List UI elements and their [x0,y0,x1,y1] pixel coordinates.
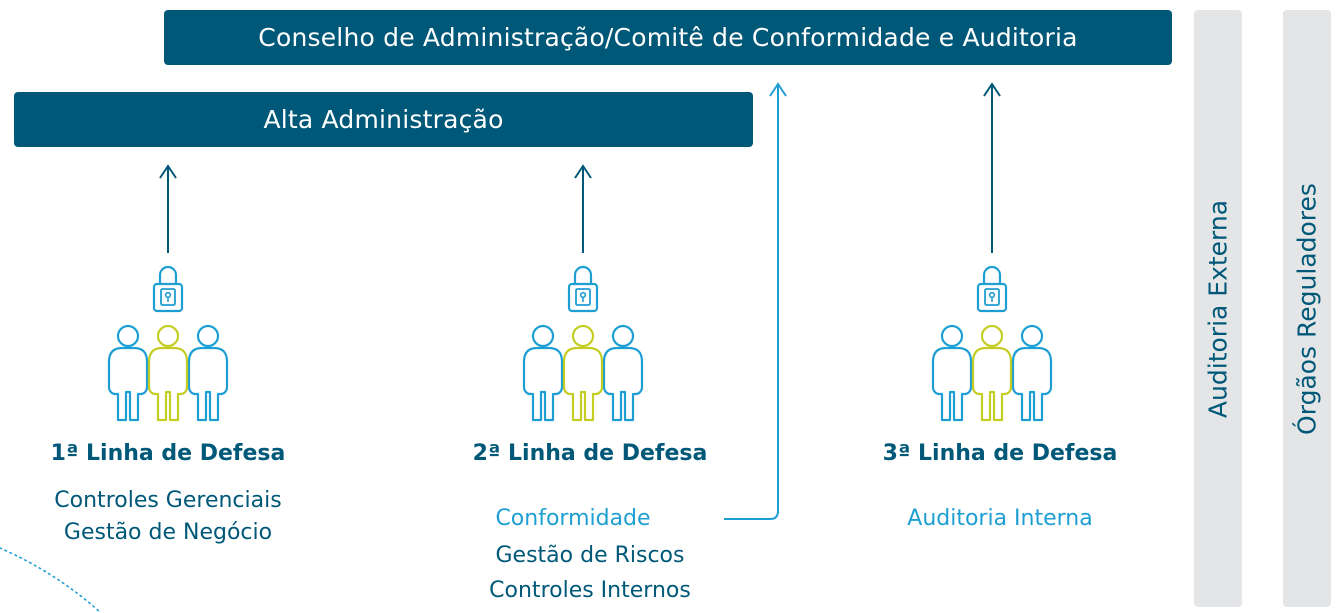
people-group-icon [524,326,642,420]
line-2-item-compliance: Conformidade [495,506,651,531]
regulators-panel: Órgãos Reguladores [1283,10,1331,607]
line-2-item: Controles Internos [489,578,691,603]
lock-icon [152,265,184,313]
arrows [159,82,1001,253]
board-box: Conselho de Administração/Comitê de Conf… [164,10,1172,65]
lock-icon [976,265,1008,313]
line-3-title: 3ª Linha de Defesa [882,441,1118,466]
external-audit-panel: Auditoria Externa [1194,10,1242,607]
people-group-icon [933,326,1051,420]
lock-icon [567,265,599,313]
arrow-up-icon [574,164,592,253]
people-group-icon [109,326,227,420]
arrow-up-icon [159,164,177,253]
compliance-connector-arrow [724,82,787,520]
line-1-title: 1ª Linha de Defesa [50,441,286,466]
line-1-item: Controles Gerenciais [54,488,282,513]
senior-management-label: Alta Administração [263,105,504,134]
line-2-title: 2ª Linha de Defesa [472,441,708,466]
line-2-item: Gestão de Riscos [495,543,685,568]
board-label: Conselho de Administração/Comitê de Conf… [258,23,1078,52]
arrow-up-icon [983,82,1001,253]
line-1-item: Gestão de Negócio [63,520,273,545]
line-3-item: Auditoria Interna [907,506,1093,531]
decorative-dotted-curve [0,547,101,613]
senior-management-box: Alta Administração [14,92,753,147]
